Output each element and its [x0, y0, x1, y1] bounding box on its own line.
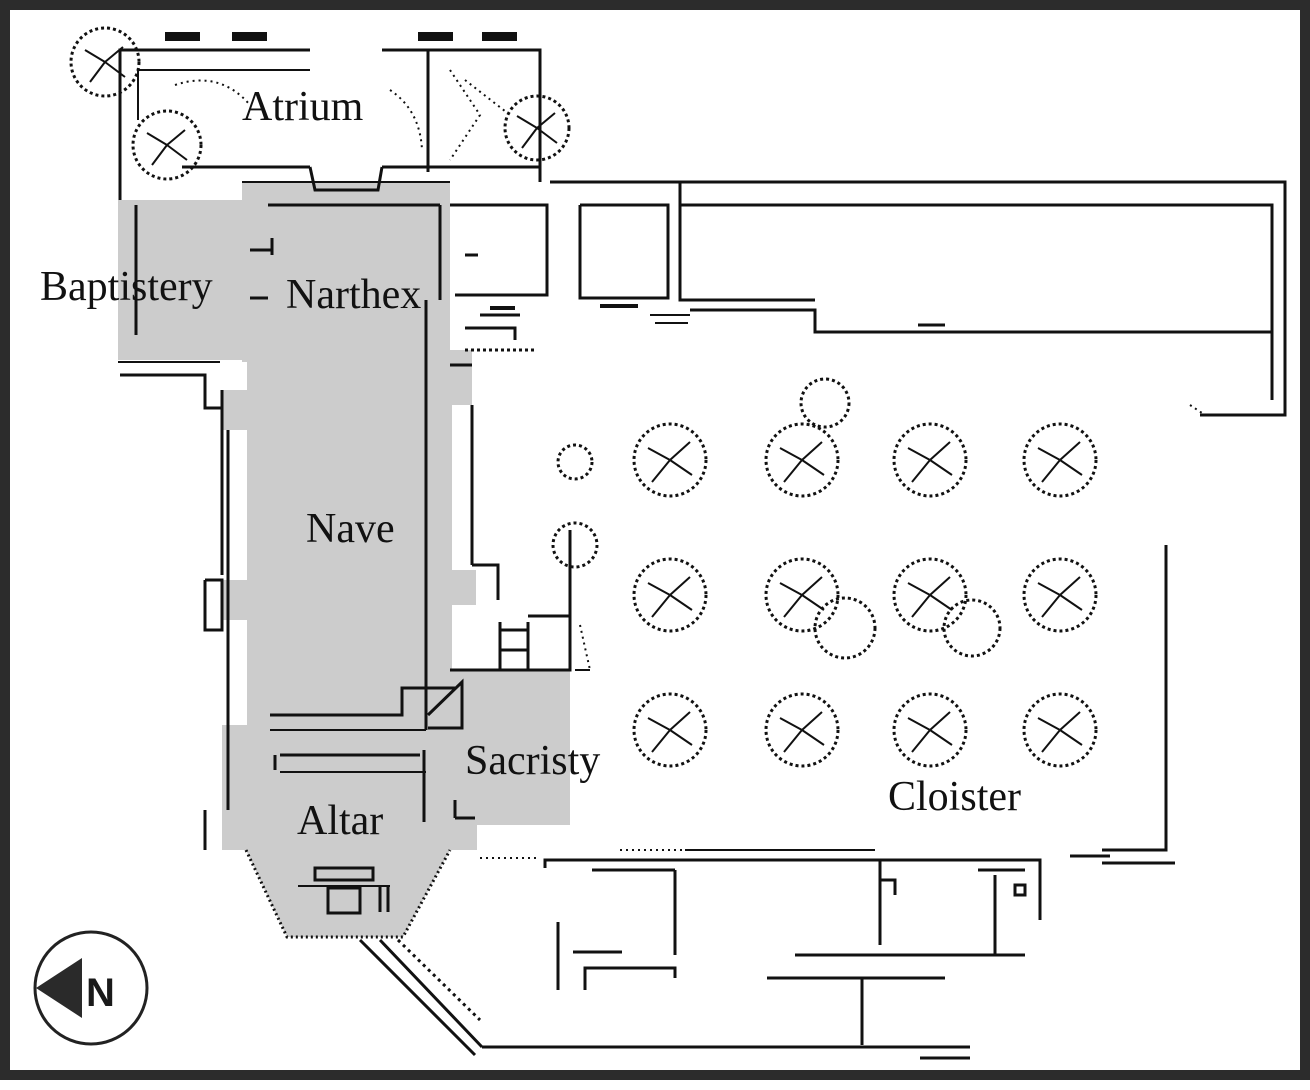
sacristy-label: Sacristy: [465, 738, 600, 784]
tree: [69, 26, 141, 98]
baptistery-area: [118, 200, 248, 360]
tree: [892, 692, 968, 768]
tree: [551, 521, 599, 569]
door-marks: [165, 32, 517, 41]
tree: [892, 422, 968, 498]
tree: [1022, 557, 1098, 633]
tree: [764, 692, 840, 768]
tree: [131, 109, 203, 181]
nave-area: [247, 360, 452, 730]
narthex-area: [242, 182, 450, 362]
cloister-label: Cloister: [888, 774, 1021, 820]
tree: [764, 422, 840, 498]
tree: [1022, 692, 1098, 768]
north-arrow-letter: N: [86, 971, 115, 1015]
baptistery-label: Baptistery: [40, 264, 213, 310]
tree: [799, 377, 851, 429]
north-arrow: N: [33, 930, 149, 1046]
tree: [764, 557, 840, 633]
tree: [813, 596, 877, 660]
north-arrow-icon: [36, 958, 82, 1018]
tree: [632, 557, 708, 633]
tree: [556, 443, 594, 481]
sacristy-area: [428, 670, 570, 825]
nave-label: Nave: [306, 506, 395, 552]
dotted-details: [174, 69, 1206, 859]
tree: [1022, 422, 1098, 498]
tree-branches: [84, 46, 1083, 753]
nave-right-bump: [450, 570, 476, 605]
apse-area: [246, 850, 450, 937]
tree: [503, 94, 571, 162]
trees: [69, 26, 1098, 768]
nave-left-bump: [223, 390, 249, 430]
walls: [118, 48, 1287, 1060]
tree: [632, 422, 708, 498]
nave-right-bump-2: [450, 350, 472, 405]
tree: [632, 692, 708, 768]
north-arrow-circle: [33, 930, 149, 1046]
tree: [942, 598, 1002, 658]
tree: [892, 557, 968, 633]
floor-plan-drawing: Atrium Baptistery Narthex Nave Sacristy …: [33, 26, 1287, 1060]
atrium-label: Atrium: [242, 84, 364, 130]
narthex-label: Narthex: [286, 272, 421, 318]
church-shaded-area: [118, 182, 570, 937]
altar-label: Altar: [297, 798, 383, 844]
